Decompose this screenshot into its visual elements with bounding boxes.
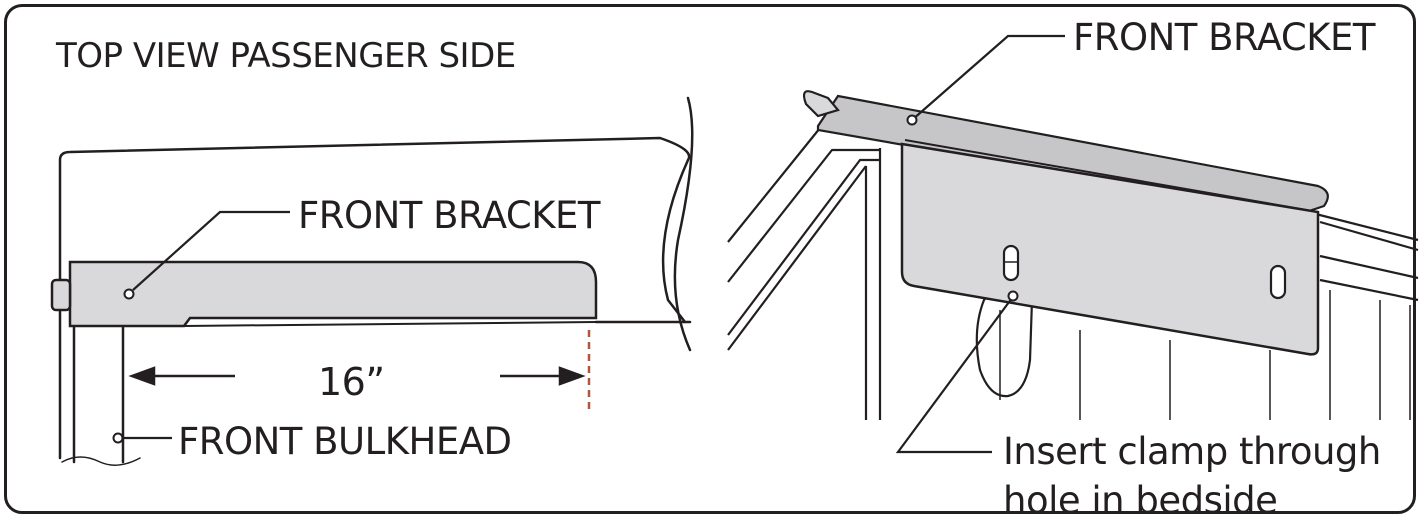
bulkhead-wave [61, 456, 141, 466]
dimension-label: 16” [318, 360, 385, 404]
bracket-vertical-plate [900, 142, 1320, 356]
front-bracket-right-leader [911, 34, 1065, 121]
dimension-16in [128, 366, 586, 386]
front-bracket-left [50, 260, 598, 328]
insert-clamp-dot [1007, 290, 1019, 302]
front-bracket-left-label: FRONT BRACKET [298, 194, 600, 237]
bracket-slot-right [1269, 264, 1287, 300]
bed-frame-inner-left-2 [727, 158, 880, 336]
dimension-left-arrowhead [128, 366, 156, 386]
insert-clamp-label: Insert clamp through hole in bedside [1003, 427, 1381, 525]
bedside-slats [1079, 290, 1411, 420]
bed-right-curve [673, 96, 694, 352]
bracket-tab-right [802, 90, 840, 118]
bracket-plate [68, 260, 598, 328]
view-title: TOP VIEW PASSENGER SIDE [56, 36, 516, 76]
bracket-callout-dot [123, 288, 135, 300]
bulkhead-callout-dot [112, 432, 124, 444]
front-bracket-right [802, 90, 1329, 356]
front-bracket-right-dot [906, 114, 918, 126]
front-bracket-left-leader [132, 210, 290, 291]
bed-frame-inner-left-3 [727, 165, 867, 351]
right-leaders [895, 34, 1065, 454]
left-leaders [122, 210, 290, 440]
dimension-right-arrowhead [558, 366, 586, 386]
bed-outline [58, 136, 691, 460]
clamp-loop [975, 277, 1034, 398]
bed-rail-right [1319, 220, 1419, 302]
bed-frame-inner-left [727, 148, 880, 283]
front-bracket-right-label: FRONT BRACKET [1073, 16, 1375, 59]
insert-clamp-line-2: hole in bedside [1003, 479, 1278, 522]
bracket-slot-left [1002, 244, 1020, 282]
insert-clamp-leader [895, 297, 1013, 454]
insert-clamp-line-1: Insert clamp through [1003, 430, 1381, 473]
left-view [58, 96, 694, 466]
bracket-tab [50, 278, 72, 312]
front-bulkhead-label: FRONT BULKHEAD [178, 420, 512, 463]
bracket-lower-edge [183, 321, 597, 327]
